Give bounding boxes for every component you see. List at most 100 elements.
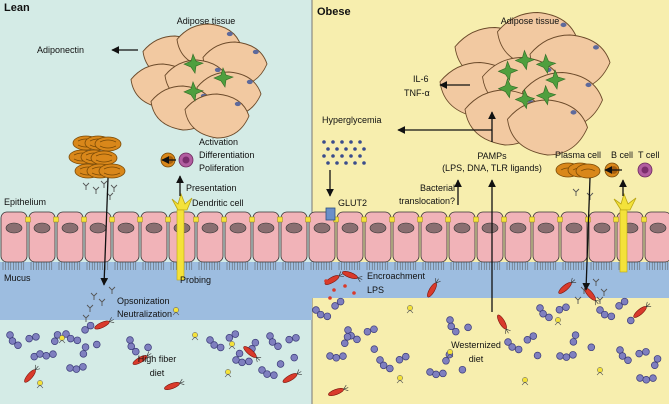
microvilli (282, 262, 305, 270)
microvilli (310, 262, 333, 270)
nucleus (117, 222, 135, 234)
yellow-microbe-tail (596, 371, 604, 376)
lean-lumen-microbes (6, 307, 302, 390)
plasma-cell (575, 163, 601, 179)
macrophage-body (514, 49, 536, 71)
macrophage (535, 53, 557, 75)
bacteria-bead (276, 360, 285, 368)
epithelial-cell (221, 211, 252, 270)
bacteria-bead (290, 353, 298, 362)
yellow-microbe-tail (521, 381, 529, 386)
bacteria-bead (285, 335, 293, 344)
tight-junction (529, 216, 535, 223)
bacteria-bead (562, 303, 570, 311)
nucleus (453, 222, 471, 234)
rod-bacterium (633, 301, 652, 318)
tight-junction (277, 216, 283, 223)
bacteria-bead (206, 336, 214, 344)
epithelial-cell (501, 211, 532, 270)
antibodies (82, 180, 608, 322)
epithelial-cell-body (476, 211, 504, 263)
epithelium-layer (0, 211, 669, 270)
epithelial-cell-body (84, 211, 112, 263)
dendritic-cell-label: Dendritic cell (192, 198, 244, 208)
epithelial-cell-body (196, 211, 224, 263)
nucleus (201, 222, 219, 234)
bacteria-bead (53, 331, 62, 339)
glucose-dot (349, 154, 353, 158)
adipocyte-nucleus (560, 22, 567, 28)
plasma-cell-er (99, 139, 117, 149)
bacteria-chain (232, 338, 260, 367)
bacteria-bead (624, 356, 632, 365)
glucose-dot (335, 161, 339, 165)
epithelial-cell (361, 211, 392, 270)
nucleus (341, 222, 359, 234)
epithelial-cell (445, 211, 476, 270)
epithelial-cell (333, 211, 364, 270)
lean-mucus-label: Mucus (4, 273, 31, 283)
microvilli (450, 262, 473, 270)
bacteria-bead (353, 335, 361, 344)
glucose-dots (322, 140, 366, 165)
tight-junction (137, 216, 143, 223)
microvilli (254, 262, 277, 270)
microvilli (142, 262, 165, 270)
obese-lumen-microbes (312, 271, 662, 396)
nucleus (537, 222, 555, 234)
rod-bacterium (282, 369, 302, 383)
antibody (82, 314, 90, 322)
bacteria-bead (635, 349, 643, 358)
bacteria-bead (86, 321, 95, 330)
yellow-microbe (58, 335, 66, 344)
neutralization-label: Neutralization (117, 309, 172, 319)
glucose-dot (362, 161, 366, 165)
lps-dot (352, 291, 356, 295)
nucleus (285, 222, 303, 234)
bacteria-bead (73, 336, 82, 345)
macrophage-body (545, 69, 566, 90)
lean-dendritic-cell (171, 192, 193, 281)
yellow-microbe-body (522, 377, 528, 383)
macrophage (497, 60, 519, 82)
bacteria-bead (539, 309, 547, 318)
bacteria-bead (341, 339, 349, 347)
adipocyte-nucleus (593, 45, 599, 50)
plasma-cell (94, 136, 122, 152)
epithelial-cell (81, 211, 112, 270)
bacteria-bead (343, 333, 352, 341)
epithelial-cell-body (280, 211, 308, 263)
bacteria-chain (596, 297, 635, 325)
yellow-microbe-tail (191, 336, 199, 341)
glucose-dot (322, 140, 326, 144)
glucose-dot (349, 140, 353, 144)
high-fiber-label-line1: High fiber (138, 354, 177, 364)
bacteria-bead (653, 355, 662, 363)
bacteria-bead (326, 352, 334, 360)
plasma-cell-body (90, 150, 118, 166)
bacteria-bead (600, 310, 609, 319)
flagella (255, 356, 262, 363)
epithelial-cell-body (532, 211, 560, 263)
bacteria-bead (268, 338, 277, 346)
antibody (100, 180, 108, 188)
epithelial-cell-body (420, 211, 448, 263)
glucose-dot (340, 140, 344, 144)
nucleus (61, 222, 79, 234)
glucose-dot (335, 147, 339, 151)
obese-dendritic-cell (613, 192, 637, 273)
nucleus (425, 222, 443, 234)
bacteria-chain (446, 316, 472, 336)
plasma-cell-body (98, 163, 126, 179)
yellow-microbe (224, 369, 232, 378)
plasma-b-cell-nucleus (182, 156, 190, 164)
bacteria-bead (332, 354, 341, 362)
nucleus (229, 222, 247, 234)
bacteria-chain (556, 331, 596, 361)
bacteria-bead (533, 351, 542, 360)
yellow-microbe-body (37, 380, 43, 386)
obese-adipose-tissue (439, 12, 611, 156)
tight-junction (361, 216, 367, 223)
microvilli (562, 262, 585, 270)
